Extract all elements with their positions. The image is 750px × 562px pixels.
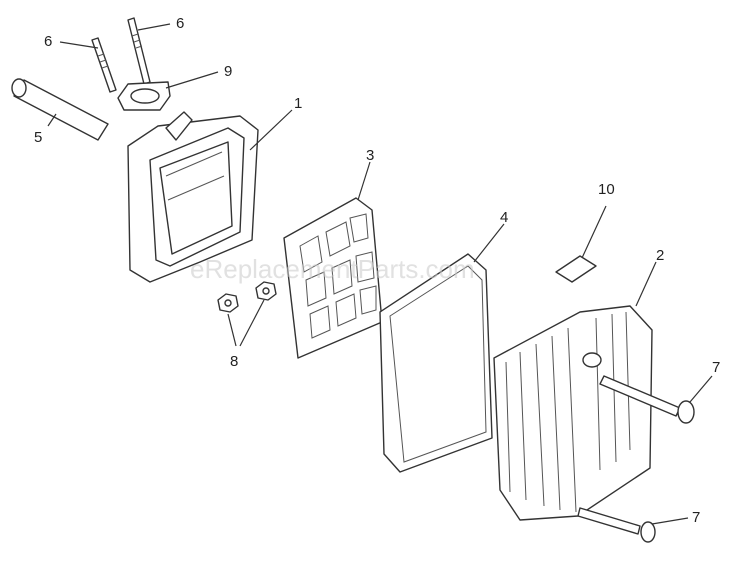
callout-5: 5 <box>34 129 42 146</box>
part-1-base <box>127 111 259 283</box>
part-2-cover <box>493 305 653 521</box>
callout-6-left: 6 <box>44 33 52 50</box>
leader-lines <box>47 23 713 525</box>
part-7-screw-upper <box>599 375 695 424</box>
part-5-tube <box>11 78 109 141</box>
part-3-filter-grid <box>283 197 383 359</box>
callout-7-upper: 7 <box>712 359 720 376</box>
part-6-stud-left <box>91 37 117 93</box>
part-9-gasket <box>117 81 171 111</box>
watermark-text: eReplacementParts.com <box>190 254 475 284</box>
callout-9: 9 <box>224 63 232 80</box>
callout-3: 3 <box>366 147 374 164</box>
part-7-screw-lower <box>577 507 656 543</box>
callout-7-lower: 7 <box>692 509 700 526</box>
part-8-nut-right <box>255 281 277 301</box>
part-4-foam-element <box>379 253 493 473</box>
part-10-label <box>555 255 597 283</box>
callout-10: 10 <box>598 181 615 198</box>
callout-6-right: 6 <box>176 15 184 32</box>
callout-8: 8 <box>230 353 238 370</box>
callout-4: 4 <box>500 209 508 226</box>
part-6-stud-right <box>127 17 151 85</box>
part-8-nut-left <box>217 293 239 313</box>
callout-1: 1 <box>294 95 302 112</box>
callout-2: 2 <box>656 247 664 264</box>
